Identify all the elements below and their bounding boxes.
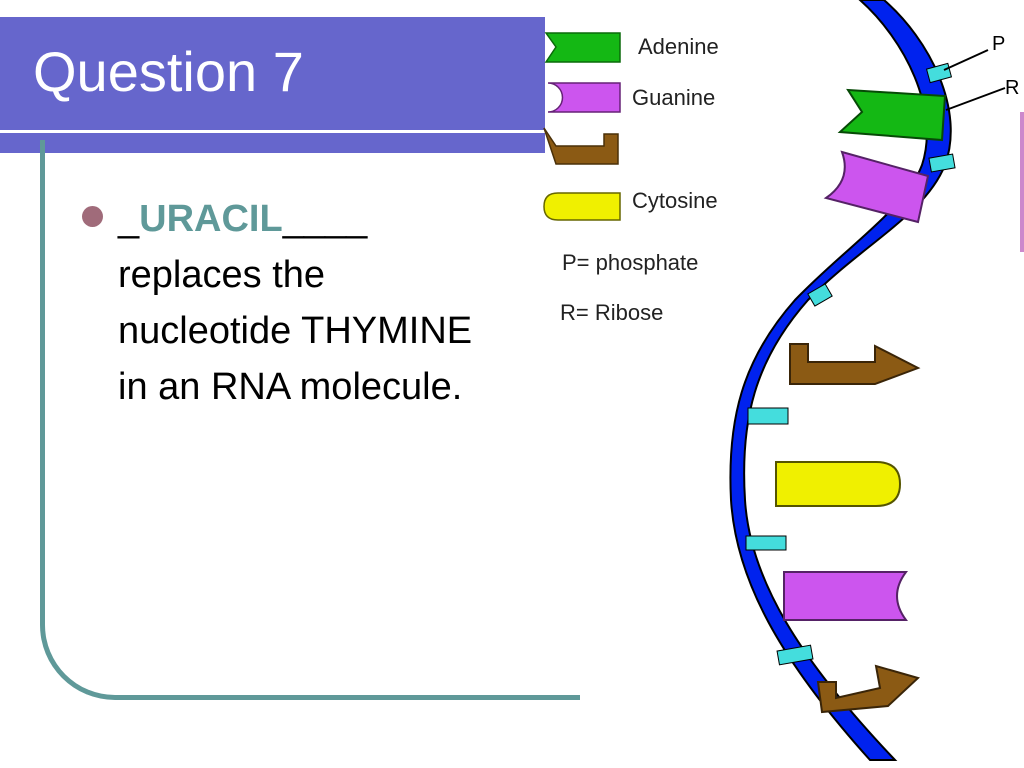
question-line-2: replaces the (118, 254, 326, 296)
guanine-base-lower (783, 571, 908, 621)
ribose-pointer (945, 87, 1006, 111)
phosphate-label: P (992, 33, 1005, 55)
content-frame (40, 140, 580, 700)
adenine-legend-icon (544, 32, 621, 63)
phosphate-bands (745, 62, 956, 666)
cytosine-base (775, 461, 902, 507)
bullet-dot-icon (82, 206, 103, 227)
question-line-4: in an RNA molecule. (118, 366, 463, 408)
guanine-label: Guanine (632, 85, 716, 110)
answer-word: URACIL (139, 198, 283, 240)
cropped-edge-strip (1020, 112, 1024, 252)
cytosine-legend-icon (543, 192, 621, 221)
rna-strand-diagram: P R (729, 0, 1024, 761)
adenine-base (837, 88, 947, 142)
ribose-label: R (1005, 77, 1019, 99)
uracil-base (789, 343, 921, 385)
phosphate-legend-label: P= phosphate (562, 250, 699, 275)
ribose-legend-label: R= Ribose (560, 300, 664, 325)
title-underline (0, 130, 545, 133)
slide-title: Question 7 (33, 40, 304, 103)
guanine-base (823, 150, 930, 224)
guanine-legend-icon (547, 82, 621, 113)
adenine-label: Adenine (638, 34, 719, 59)
uracil-base-lower (816, 664, 920, 714)
question-line-3: nucleotide THYMINE (118, 310, 473, 352)
answer-prefix: _ (118, 198, 140, 240)
phosphate-pointer (943, 49, 989, 71)
answer-blank: ____ (282, 198, 368, 240)
uracil-legend-icon (543, 127, 619, 165)
cytosine-label: Cytosine (632, 188, 718, 213)
question-text: _URACIL____ replaces the nucleotide THYM… (118, 191, 548, 415)
